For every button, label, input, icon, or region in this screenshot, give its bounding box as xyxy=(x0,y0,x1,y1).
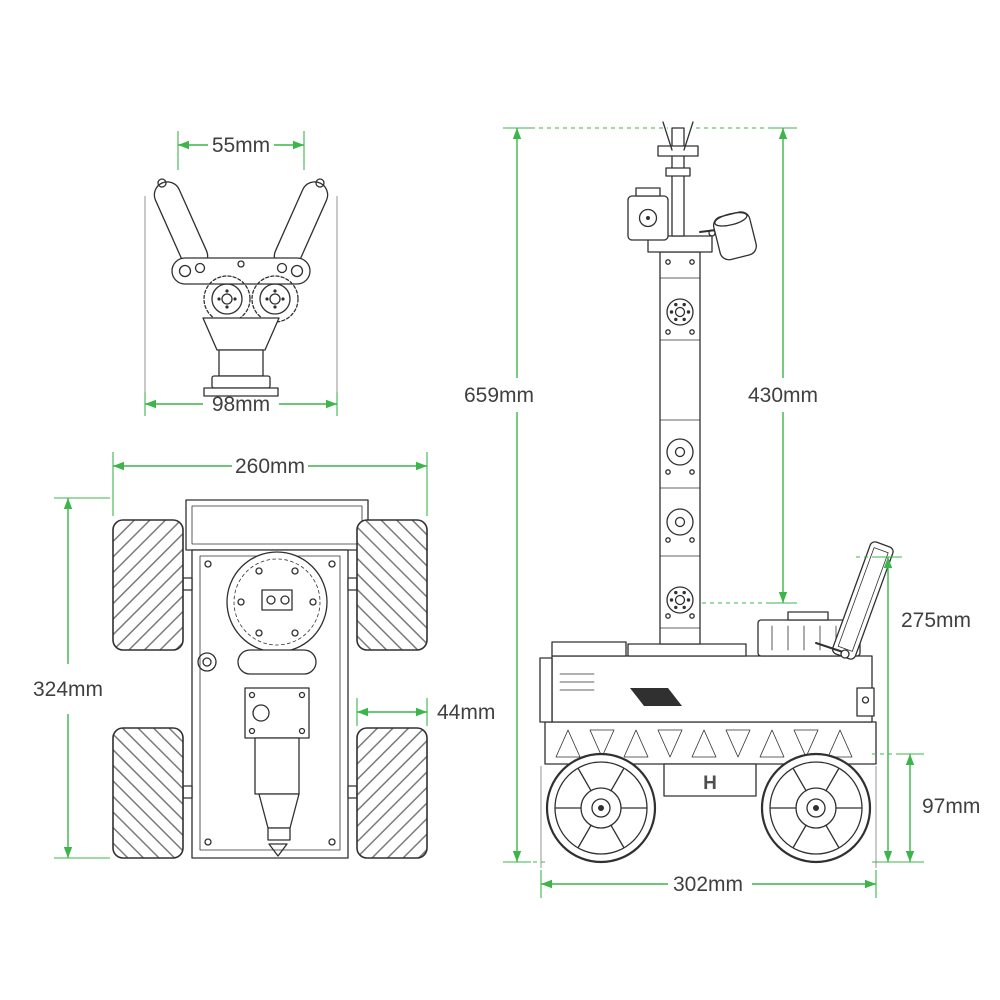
arm-servo-body xyxy=(244,687,310,739)
arm-base-plate xyxy=(627,643,747,657)
front-bumper xyxy=(539,657,553,723)
rear-sensor-block xyxy=(856,687,875,717)
arm-top-view xyxy=(244,687,310,857)
side-knob xyxy=(197,652,217,672)
rear-screen xyxy=(815,541,894,660)
arm-joint-4 xyxy=(666,586,694,614)
rod-collar xyxy=(665,167,691,177)
dimension-label-55mm: 55mm xyxy=(212,134,270,157)
gripper-front-view: 55mm 98mm xyxy=(144,131,338,416)
axle-rear-left xyxy=(182,785,193,799)
gripper-base-plate xyxy=(211,375,271,389)
screen-stand xyxy=(815,642,844,653)
arm-link-top xyxy=(254,737,300,795)
chassis-screw xyxy=(328,560,336,568)
left-gear xyxy=(211,283,243,315)
gripper-crossbar xyxy=(171,257,311,285)
right-fingertip-screw xyxy=(315,178,325,188)
crossbar-left-pivot xyxy=(178,264,192,278)
dimension-label-659mm: 659mm xyxy=(464,384,534,407)
dimension-total-height-659mm: 659mm xyxy=(464,127,668,863)
dimension-label-260mm: 260mm xyxy=(235,455,305,478)
gripper-mount-plate xyxy=(203,387,279,397)
chassis-deck xyxy=(551,655,873,723)
deck-decal xyxy=(630,688,682,706)
crossbar-center-screw xyxy=(237,260,245,268)
brand-logo-mark: H xyxy=(703,773,717,794)
dimension-claw-opening-55mm: 55mm xyxy=(177,131,305,170)
camera-cup xyxy=(712,211,757,261)
chassis-top-view: 260mm 324mm 44mm xyxy=(33,452,495,859)
gripper-prongs xyxy=(662,121,694,151)
chassis-screw xyxy=(328,838,336,846)
left-gear-hub xyxy=(221,293,233,305)
dimension-label-44mm: 44mm xyxy=(437,701,495,724)
dimension-rear-height-275mm: 275mm xyxy=(856,556,971,863)
dimension-wheel-diameter-97mm: 97mm xyxy=(872,753,980,863)
servo-motor xyxy=(627,187,669,241)
belly-panel xyxy=(663,763,757,797)
wheel-side-front xyxy=(545,752,657,864)
wheel-rear-left xyxy=(112,727,184,859)
arm-joint-2 xyxy=(666,438,694,466)
gripper-base-column xyxy=(218,349,264,377)
dimension-length-324mm: 324mm xyxy=(33,497,110,859)
axle-rear-right xyxy=(347,785,358,799)
end-effector-rod xyxy=(671,127,685,237)
arm-joint-3 xyxy=(666,508,694,536)
gripper-mount xyxy=(657,145,699,157)
front-direction-mark xyxy=(268,843,288,857)
rear-sensor-lens xyxy=(861,696,870,704)
wheel-front-right xyxy=(356,519,428,651)
wheel-side-rear xyxy=(760,752,872,864)
wheel-rear-right xyxy=(356,727,428,859)
frame-truss-cutouts xyxy=(555,729,853,758)
right-gear-hub xyxy=(269,293,281,305)
dimension-arm-height-430mm: 430mm xyxy=(696,127,818,604)
right-gear xyxy=(259,283,291,315)
dimension-claw-width-98mm: 98mm xyxy=(144,196,338,416)
chassis-screw xyxy=(204,838,212,846)
left-finger-pivot xyxy=(194,262,206,274)
wheel-front-left xyxy=(112,519,184,651)
side-view: H xyxy=(464,121,980,898)
side-knob-center xyxy=(202,657,212,667)
arm-turntable xyxy=(226,551,328,653)
gripper-bracket xyxy=(202,317,280,351)
chassis-screw xyxy=(204,560,212,568)
dimension-label-324mm: 324mm xyxy=(33,678,103,701)
right-finger-pivot xyxy=(276,262,288,274)
dimension-width-260mm: 260mm xyxy=(112,452,428,516)
crossbar-right-pivot xyxy=(290,264,304,278)
carry-handle xyxy=(237,649,317,675)
top-battery-plate xyxy=(185,499,369,551)
deck-step xyxy=(551,641,627,657)
dimension-wheel-width-44mm: 44mm xyxy=(356,698,495,726)
axle-front-right xyxy=(347,577,358,591)
dimension-label-430mm: 430mm xyxy=(748,384,818,407)
gripper-tip-top-view xyxy=(267,827,291,841)
dimension-label-302mm: 302mm xyxy=(673,873,743,896)
screen-hinge xyxy=(840,649,850,659)
dimension-label-98mm: 98mm xyxy=(212,393,270,416)
axle-front-left xyxy=(182,577,193,591)
left-fingertip-screw xyxy=(157,178,167,188)
dimension-chassis-length-302mm: 302mm xyxy=(540,766,877,898)
dimension-label-275mm: 275mm xyxy=(901,609,971,632)
dimension-label-97mm: 97mm xyxy=(922,795,980,818)
arm-joint-1 xyxy=(666,298,694,326)
